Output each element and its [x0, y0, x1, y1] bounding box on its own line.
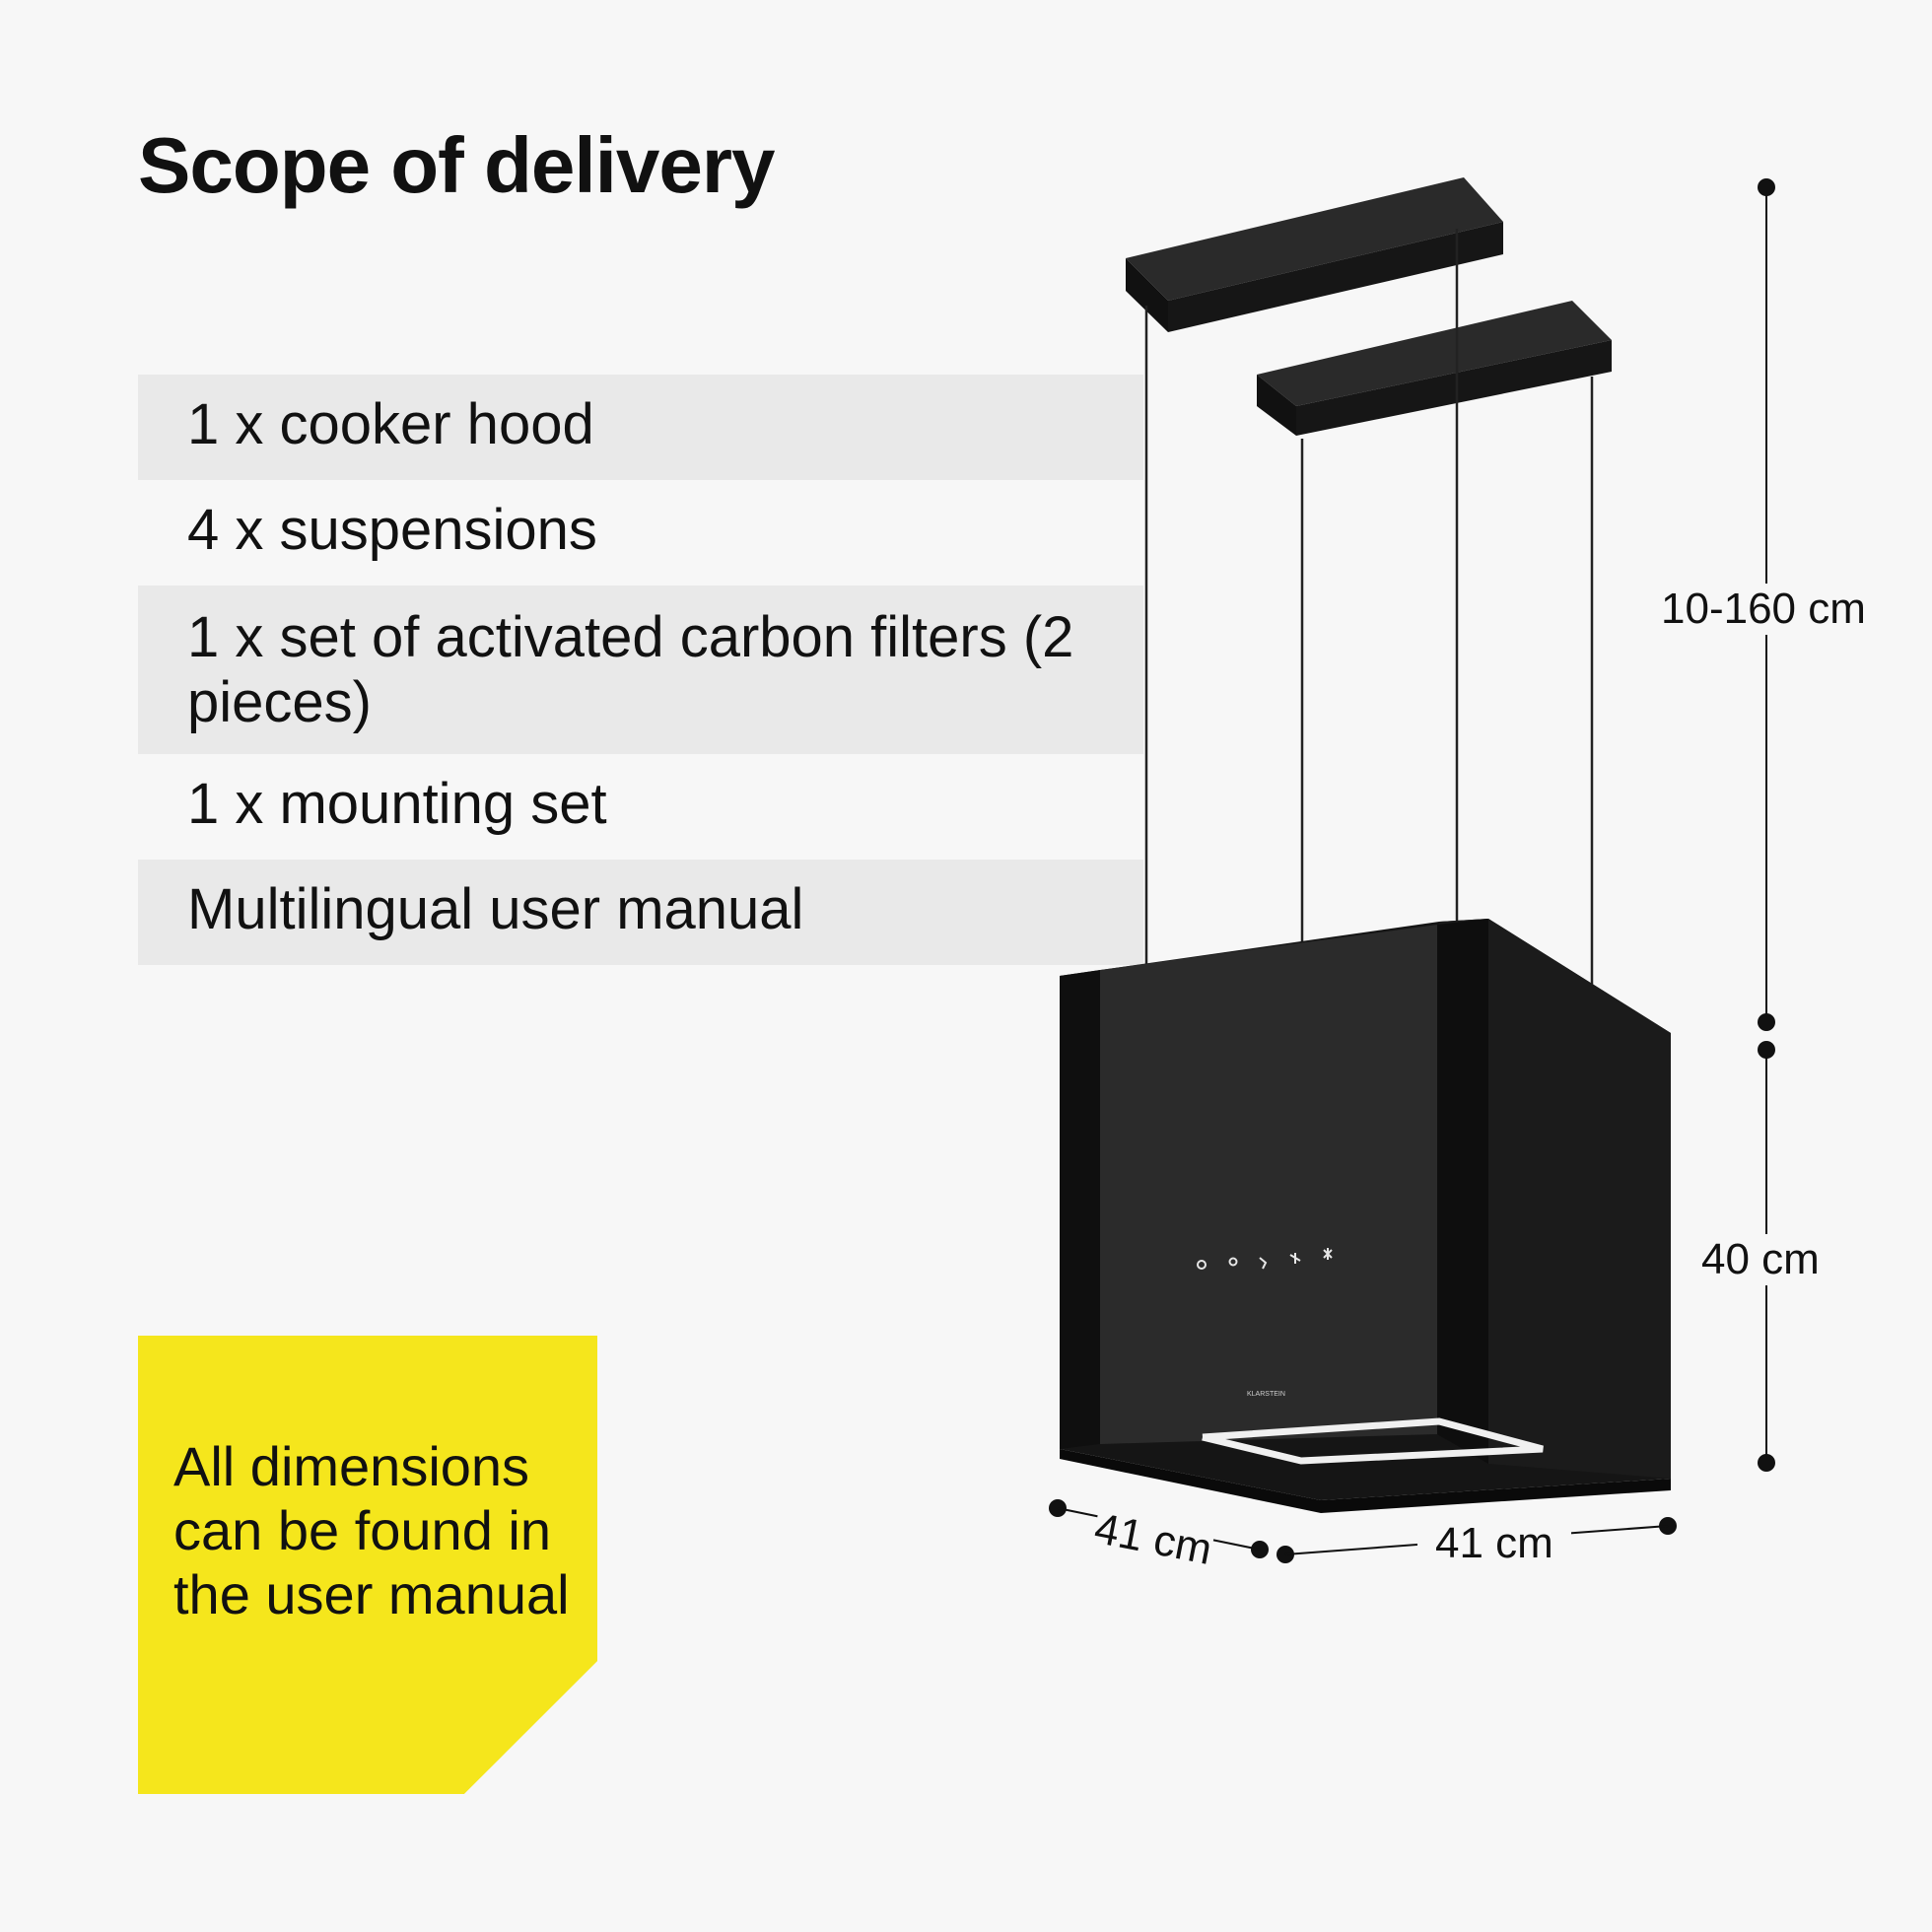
- page-title: Scope of delivery: [138, 121, 775, 209]
- note-text: All dimensions can be found in the user …: [173, 1435, 570, 1625]
- list-item: 1 x cooker hood: [138, 375, 1143, 480]
- ceiling-plate-back: [1126, 177, 1503, 332]
- delivery-list: 1 x cooker hood 4 x suspensions 1 x set …: [138, 375, 1143, 965]
- list-item: 4 x suspensions: [187, 498, 597, 562]
- hood-body: [1060, 919, 1671, 1513]
- fan-speed-3-icon: [1323, 1248, 1333, 1260]
- dimensions-note: All dimensions can be found in the user …: [138, 1336, 597, 1794]
- dimension-markers: [1049, 178, 1775, 1563]
- hood-height-label: 40 cm: [1701, 1234, 1820, 1285]
- list-item: 1 x mounting set: [187, 772, 607, 836]
- width-label: 41 cm: [1417, 1518, 1571, 1569]
- list-item: 1 x set of activated carbon filters (2 p…: [138, 586, 1143, 754]
- fan-speed-2-icon: [1289, 1253, 1301, 1264]
- brand-label: KLARSTEIN: [1247, 1391, 1285, 1398]
- ceiling-plate-front: [1257, 301, 1612, 436]
- suspension-length-label: 10-160 cm: [1661, 584, 1866, 635]
- fan-speed-1-icon: [1259, 1257, 1268, 1270]
- suspension-cables: [1144, 229, 1594, 986]
- power-icon: [1197, 1260, 1207, 1270]
- list-item: Multilingual user manual: [138, 860, 1143, 965]
- light-icon: [1228, 1257, 1238, 1267]
- control-panel: [1197, 1248, 1333, 1270]
